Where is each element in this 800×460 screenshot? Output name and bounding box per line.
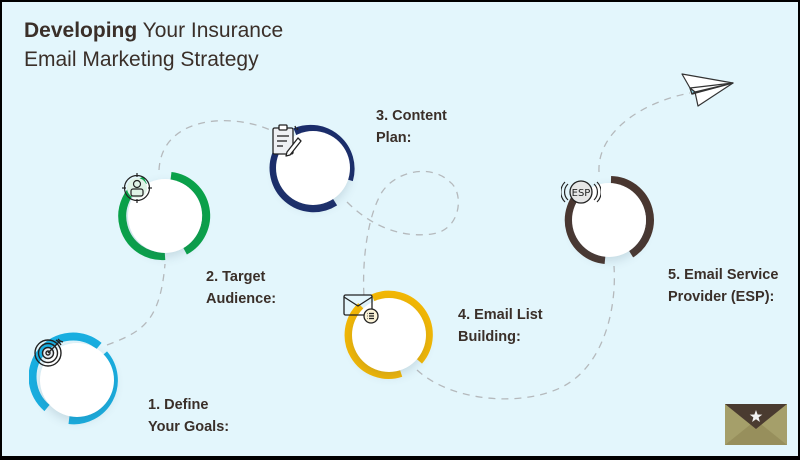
title-line-2: Email Marketing Strategy xyxy=(24,48,259,71)
envelope-list-icon xyxy=(343,294,379,324)
esp-icon: ESP xyxy=(561,180,601,204)
page-title: Developing Your Insurance Email Marketin… xyxy=(24,16,283,74)
step-4-label-line-2: Building: xyxy=(458,329,521,345)
esp-icon-text: ESP xyxy=(572,188,591,199)
clipboard-pen-icon xyxy=(272,124,302,157)
step-4-node xyxy=(341,287,437,383)
paper-plane-icon xyxy=(681,73,734,107)
target-icon xyxy=(34,338,64,367)
title-bold-word: Developing xyxy=(24,19,138,42)
step-2-label-line-1: 2. Target xyxy=(206,269,266,285)
step-1-label-line-2: Your Goals: xyxy=(148,419,230,435)
step-2-label: 2. Target Audience: xyxy=(206,266,276,310)
step-2-label-line-2: Audience: xyxy=(206,291,277,307)
step-3-label-line-1: 3. Content xyxy=(376,108,447,124)
envelope-star-logo xyxy=(725,404,787,445)
step-1-label-line-1: 1. Define xyxy=(148,397,209,413)
step-5-label: 5. Email Service Provider (ESP): xyxy=(668,264,778,308)
step-4-label-line-1: 4. Email List xyxy=(458,307,543,323)
step-1-node xyxy=(29,332,125,428)
title-line-1-rest: Your Insurance xyxy=(137,19,284,42)
step-5-label-line-2: Provider (ESP): xyxy=(668,289,775,305)
step-5-label-line-1: 5. Email Service xyxy=(668,267,779,283)
step-1-label: 1. Define Your Goals: xyxy=(148,394,229,438)
step-4-label: 4. Email List Building: xyxy=(458,304,543,348)
step-2-node xyxy=(117,168,213,264)
step-3-ring xyxy=(269,124,355,213)
target-user-icon xyxy=(122,173,152,203)
step-4-ring xyxy=(344,290,433,379)
step-5-node: ESP xyxy=(561,172,657,268)
step-3-label-line-2: Plan: xyxy=(376,130,412,146)
title-line-1: Developing Your Insurance xyxy=(24,16,283,45)
step-3-label: 3. Content Plan: xyxy=(376,105,447,149)
step-3-node xyxy=(265,120,361,216)
step-4-disc xyxy=(352,298,426,372)
